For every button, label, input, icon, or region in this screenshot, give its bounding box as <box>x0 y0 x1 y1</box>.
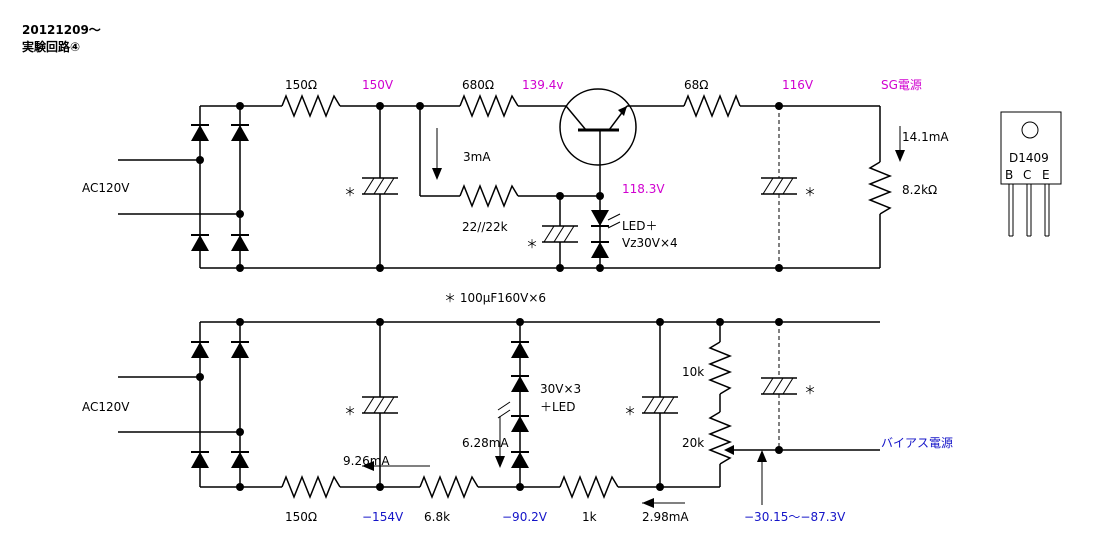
v1-label: 150V <box>362 78 394 92</box>
resistor-680-icon <box>459 93 519 119</box>
current-1-label: 9.26mA <box>343 454 390 468</box>
zener-current-label: 6.28mA <box>462 436 509 450</box>
resistor-150-icon <box>281 93 341 119</box>
capacitor-icon <box>760 377 798 395</box>
current-2-label: 2.98mA <box>642 510 689 524</box>
resistor-1k-icon <box>559 474 619 500</box>
diode-icon <box>230 124 250 142</box>
capacitor-icon <box>361 396 399 414</box>
diode-icon <box>230 451 250 469</box>
capacitor-icon <box>361 177 399 195</box>
diode-icon <box>190 451 210 469</box>
transistor-name: D1409 <box>1009 151 1049 165</box>
svg-text:＊: ＊ <box>344 404 356 418</box>
r3-label: 68Ω <box>684 78 708 92</box>
resistor-22k-icon <box>459 183 519 209</box>
diode-icon <box>230 234 250 252</box>
v2-label: 139.4v <box>522 78 563 92</box>
zener-label-2: ＋LED <box>540 400 576 414</box>
base-voltage-label: 118.3V <box>622 182 665 196</box>
led-label-2: Vz30V×4 <box>622 236 678 250</box>
ac-input-label: AC120V <box>82 181 130 195</box>
header-date: 20121209〜 <box>22 23 101 37</box>
bridge-rectifier-bottom <box>118 318 250 491</box>
capacitor-note: ＊ 100μF160V×6 <box>444 291 546 305</box>
pin-c: C <box>1023 168 1031 182</box>
bias-power-label: バイアス電源 <box>881 436 953 450</box>
diode-icon <box>190 234 210 252</box>
resistor-68-icon <box>683 93 741 119</box>
resistor-10k-icon <box>707 341 733 395</box>
v1-bottom-label: −154V <box>362 510 404 524</box>
v2-bottom-label: −90.2V <box>502 510 548 524</box>
r2-bottom-label: 6.8k <box>424 510 450 524</box>
capacitor-icon <box>541 225 579 243</box>
led-zener-stack <box>591 196 621 268</box>
header-title: 実験回路④ <box>22 39 80 54</box>
bias-current-label: 3mA <box>463 150 491 164</box>
bias-resistor-label: 22//22k <box>462 220 508 234</box>
svg-text:＊: ＊ <box>804 185 816 199</box>
transistor-package <box>1000 111 1062 237</box>
svg-text:＊: ＊ <box>804 383 816 397</box>
zener-stack-bottom <box>497 322 529 487</box>
svg-text:＊: ＊ <box>526 237 538 251</box>
load-resistor-label: 8.2kΩ <box>902 183 937 197</box>
bottom-circuit: AC120V ＊ <box>82 318 953 524</box>
zener-label-1: 30V×3 <box>540 382 581 396</box>
bridge-rectifier-top <box>118 102 250 272</box>
v3-bottom-label: −30.15〜−87.3V <box>744 510 846 524</box>
led-label-1: LED＋ <box>622 219 658 233</box>
capacitor-icon <box>760 177 798 195</box>
transistor-symbol <box>559 88 637 196</box>
resistor-6k8-icon <box>419 474 479 500</box>
pin-b: B <box>1005 168 1013 182</box>
top-circuit: AC120V ＊ 3mA 22//22k <box>82 78 949 272</box>
load-resistor-icon <box>867 161 893 215</box>
ac-input-label-bottom: AC120V <box>82 400 130 414</box>
pin-e: E <box>1042 168 1050 182</box>
sg-power-label: SG電源 <box>881 78 922 92</box>
r1-label: 150Ω <box>285 78 317 92</box>
potentiometer-20k-icon <box>707 411 733 465</box>
pot-bottom-label: 20k <box>682 436 704 450</box>
r1-bottom-label: 150Ω <box>285 510 317 524</box>
r2-label: 680Ω <box>462 78 494 92</box>
pot-top-label: 10k <box>682 365 704 379</box>
resistor-150-bottom-icon <box>281 474 341 500</box>
r3-bottom-label: 1k <box>582 510 597 524</box>
diode-icon <box>190 341 210 359</box>
capacitor-icon <box>641 396 679 414</box>
svg-text:＊: ＊ <box>624 404 636 418</box>
v3-label: 116V <box>782 78 814 92</box>
diode-icon <box>230 341 250 359</box>
load-current-label: 14.1mA <box>902 130 949 144</box>
diode-icon <box>190 124 210 142</box>
svg-text:＊: ＊ <box>344 185 356 199</box>
